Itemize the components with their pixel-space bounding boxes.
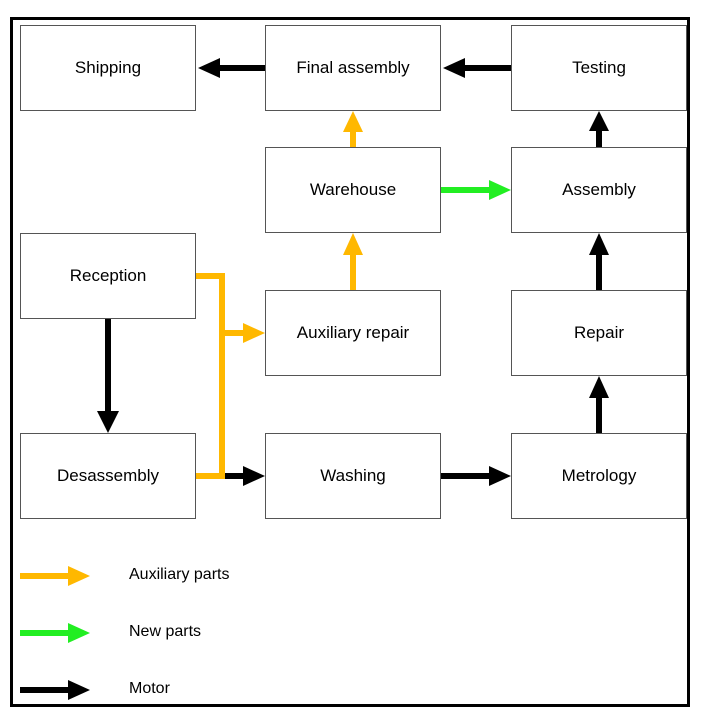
arrowhead	[198, 58, 220, 78]
legend-label-motor: Motor	[129, 680, 170, 697]
node-shipping: Shipping	[20, 25, 196, 111]
arrowhead	[68, 623, 90, 643]
arrowhead	[97, 411, 119, 433]
node-final-assembly: Final assembly	[265, 25, 441, 111]
arrowhead	[443, 58, 465, 78]
arrowhead	[243, 466, 265, 486]
node-metrology: Metrology	[511, 433, 687, 519]
arrowhead	[589, 233, 609, 255]
node-warehouse: Warehouse	[265, 147, 441, 233]
node-reception: Reception	[20, 233, 196, 319]
node-testing: Testing	[511, 25, 687, 111]
arrowhead	[489, 180, 511, 200]
new-parts-connectors	[441, 180, 511, 200]
node-desassembly: Desassembly	[20, 433, 196, 519]
arrowhead	[589, 111, 609, 131]
legend-arrows	[20, 566, 90, 700]
arrowhead	[489, 466, 511, 486]
legend-label-new: New parts	[129, 623, 202, 640]
arrowhead	[343, 111, 363, 132]
arrowhead	[68, 566, 90, 586]
aux-line-reception	[196, 273, 225, 479]
arrowhead	[343, 233, 363, 255]
legend-label-auxiliary: Auxiliary parts	[129, 566, 230, 583]
node-washing: Washing	[265, 433, 441, 519]
motor-connectors	[97, 58, 609, 486]
arrowhead	[243, 323, 265, 343]
arrowhead	[68, 680, 90, 700]
auxiliary-connectors	[196, 111, 363, 479]
node-auxiliary-repair: Auxiliary repair	[265, 290, 441, 376]
node-repair: Repair	[511, 290, 687, 376]
arrowhead	[589, 376, 609, 398]
node-assembly: Assembly	[511, 147, 687, 233]
